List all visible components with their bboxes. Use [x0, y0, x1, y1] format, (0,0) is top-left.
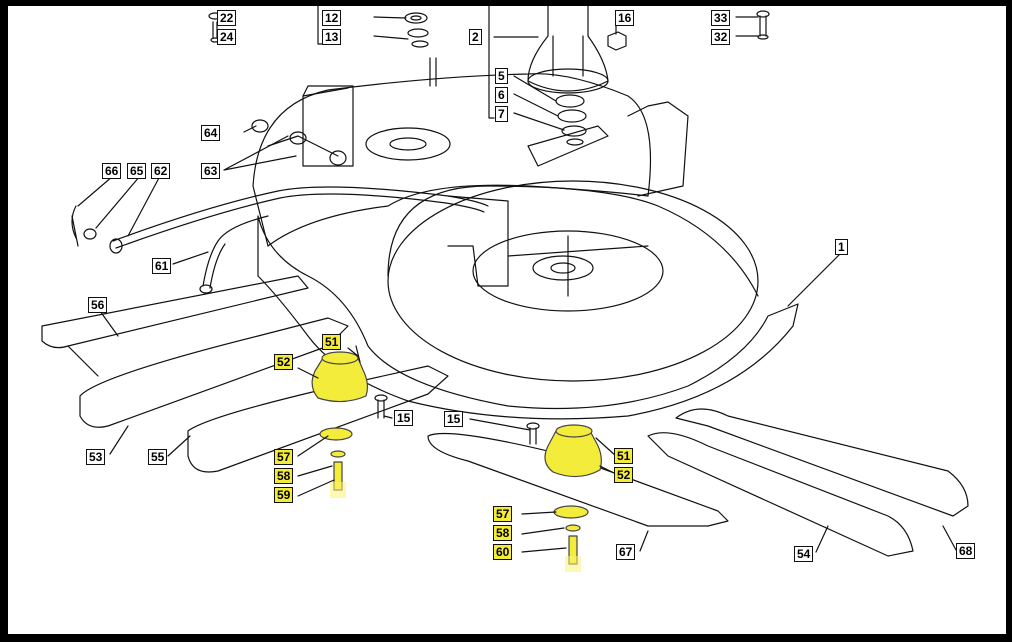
callout-67[interactable]: 67	[616, 544, 636, 560]
callout-7[interactable]: 7	[495, 106, 508, 122]
callout-15-left[interactable]: 15	[394, 410, 414, 426]
spindle-housing-top	[527, 6, 609, 146]
callout-61[interactable]: 61	[152, 258, 172, 274]
leader	[599, 465, 617, 475]
leader	[297, 367, 319, 379]
blade-54	[647, 432, 914, 557]
callout-24[interactable]: 24	[217, 29, 237, 45]
callout-6[interactable]: 6	[495, 87, 508, 103]
leader	[639, 530, 649, 552]
leader	[521, 527, 565, 535]
blade-68	[675, 408, 969, 517]
callout-57-left[interactable]: 57	[274, 449, 294, 465]
blade-53	[79, 317, 349, 428]
callout-5[interactable]: 5	[495, 68, 508, 84]
callout-13[interactable]: 13	[322, 29, 342, 45]
leader	[223, 135, 297, 171]
leader	[109, 425, 129, 455]
leader	[735, 16, 759, 37]
leader	[99, 310, 119, 337]
callout-59[interactable]: 59	[274, 487, 294, 503]
callout-57-right[interactable]: 57	[493, 506, 513, 522]
callout-33[interactable]: 33	[711, 10, 731, 26]
callout-56[interactable]: 56	[88, 297, 108, 313]
mower-deck-main	[257, 215, 799, 420]
bolt-15-right	[526, 422, 540, 445]
bracket-line	[317, 6, 324, 45]
callout-51-right[interactable]: 51	[614, 448, 634, 464]
callout-55[interactable]: 55	[148, 449, 168, 465]
callout-1[interactable]: 1	[835, 239, 848, 255]
callout-12[interactable]: 12	[322, 10, 342, 26]
bolt-32-33	[756, 10, 770, 40]
leader	[469, 418, 531, 431]
leader	[521, 547, 567, 553]
leader	[167, 435, 191, 457]
callout-62[interactable]: 62	[151, 163, 171, 179]
leader	[787, 253, 841, 307]
rod-assembly	[109, 131, 509, 294]
callout-15-right[interactable]: 15	[444, 411, 464, 427]
leader	[297, 465, 333, 477]
bearing-12-13	[404, 12, 437, 87]
leader	[297, 479, 335, 497]
deck-bracket	[302, 85, 354, 167]
callout-51-left[interactable]: 51	[322, 334, 342, 350]
mower-deck-upper	[252, 73, 652, 247]
callout-58-right[interactable]: 58	[493, 525, 513, 541]
leader	[77, 175, 161, 237]
callout-66[interactable]: 66	[102, 163, 122, 179]
callout-63[interactable]: 63	[201, 163, 221, 179]
nut-64	[251, 119, 269, 133]
callout-68[interactable]: 68	[956, 543, 976, 559]
leader	[383, 415, 393, 419]
leader	[243, 125, 257, 133]
deck-pulley-right	[472, 230, 664, 312]
bracket-line	[488, 6, 495, 119]
leader	[297, 435, 329, 457]
mower-deck-diagram	[41, 6, 969, 572]
callout-53[interactable]: 53	[86, 449, 106, 465]
leader	[521, 511, 557, 515]
callout-2[interactable]: 2	[469, 29, 482, 45]
callout-52-right[interactable]: 52	[614, 467, 634, 483]
leader	[347, 347, 359, 357]
nut-16	[607, 31, 627, 51]
callout-64[interactable]: 64	[201, 125, 221, 141]
callout-16[interactable]: 16	[615, 10, 635, 26]
callout-65[interactable]: 65	[127, 163, 147, 179]
spindle-52-left	[311, 351, 369, 491]
highlight-glow	[330, 482, 581, 572]
leader	[373, 16, 409, 40]
bolt-51-left	[355, 345, 361, 363]
callout-60[interactable]: 60	[493, 544, 513, 560]
leader	[815, 525, 829, 553]
callout-58-left[interactable]: 58	[274, 468, 294, 484]
callout-22[interactable]: 22	[217, 10, 237, 26]
diagram-frame: 22 24 12 13 2 16 33 32 5 6 7 64 63 66 65…	[8, 6, 1006, 634]
callout-54[interactable]: 54	[794, 546, 814, 562]
blade-56	[41, 275, 309, 349]
leader	[172, 251, 209, 265]
leader	[513, 75, 565, 131]
spindle-52-right	[544, 424, 602, 565]
washer-65	[83, 228, 97, 240]
bolt-15-left	[374, 394, 388, 419]
callout-32[interactable]: 32	[711, 29, 731, 45]
spring-clip-66	[71, 205, 79, 247]
leader	[595, 437, 617, 457]
deck-pulley-left	[365, 127, 451, 161]
leader	[942, 525, 957, 551]
deck-dome-right	[387, 180, 759, 382]
callout-52-left[interactable]: 52	[274, 354, 294, 370]
deck-pulley-left-inner	[389, 137, 427, 151]
